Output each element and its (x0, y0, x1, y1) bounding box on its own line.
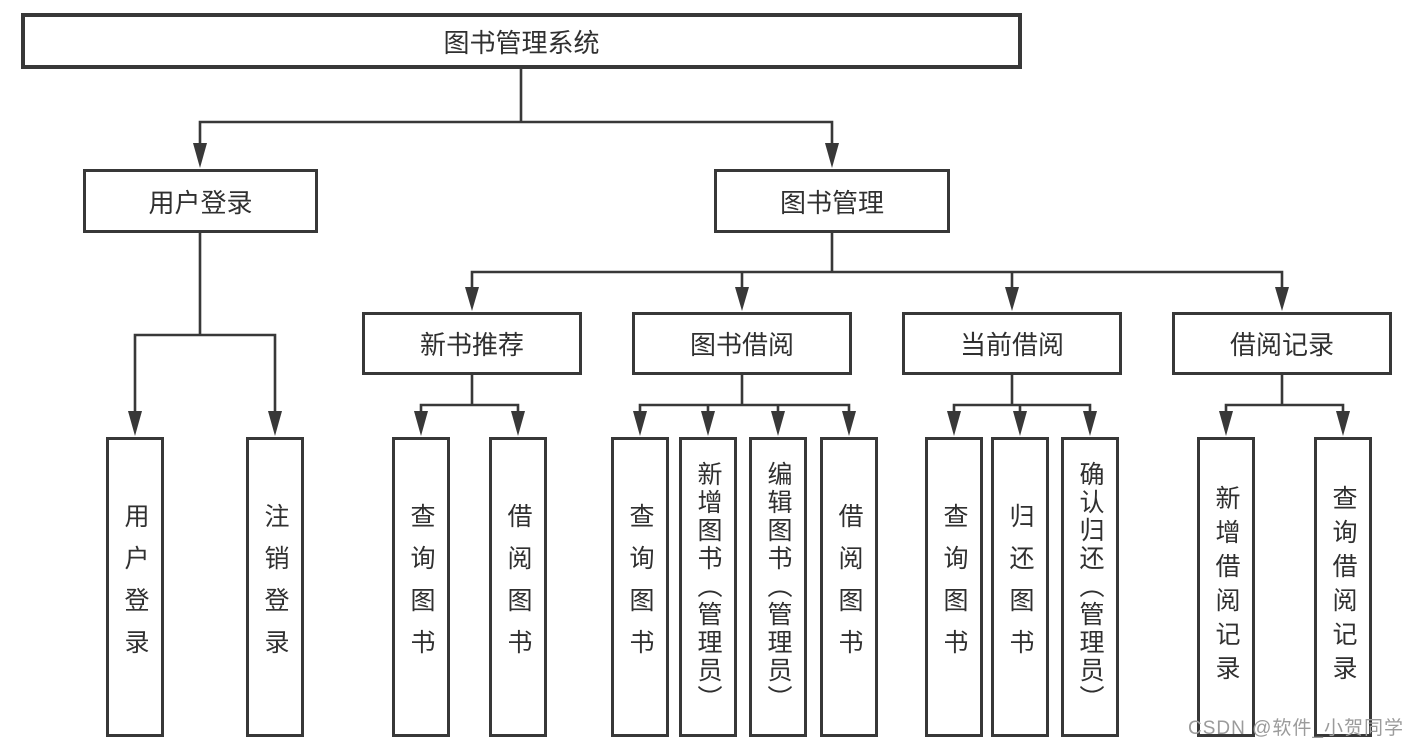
arrowhead-icon (128, 411, 142, 436)
arrowhead-icon (1219, 411, 1233, 436)
arrowhead-icon (947, 411, 961, 436)
arrowhead-icon (633, 411, 647, 436)
leaf-return-book: 归还图书 (991, 437, 1049, 737)
leaf-logout: 注销登录 (246, 437, 304, 737)
connector-current-borrow-to-leaves (947, 373, 1097, 436)
node-borrow-records: 借阅记录 (1172, 312, 1392, 375)
leaf-user-login: 用户登录 (106, 437, 164, 737)
connector-root-to-level2 (193, 67, 839, 168)
arrowhead-icon (1336, 411, 1350, 436)
arrowhead-icon (465, 287, 479, 311)
connector-new-book-to-leaves (414, 373, 525, 436)
arrowhead-icon (842, 411, 856, 436)
arrowhead-icon (511, 411, 525, 436)
arrowhead-icon (1275, 287, 1289, 311)
node-system-root: 图书管理系统 (21, 13, 1022, 69)
leaf-query-books-recommend: 查询图书 (392, 437, 450, 737)
connector-borrow-record-to-leaves (1219, 373, 1350, 436)
leaf-borrow-books-recommend: 借阅图书 (489, 437, 547, 737)
arrowhead-icon (414, 411, 428, 436)
leaf-query-books-current: 查询图书 (925, 437, 983, 737)
leaf-query-books-borrow: 查询图书 (611, 437, 669, 737)
arrowhead-icon (771, 411, 785, 436)
arrowhead-icon (825, 143, 839, 168)
arrowhead-icon (1013, 411, 1027, 436)
node-user-login: 用户登录 (83, 169, 318, 233)
connector-user-login-to-leaves (128, 231, 282, 436)
leaf-query-borrow-record: 查询借阅记录 (1314, 437, 1372, 737)
arrowhead-icon (1083, 411, 1097, 436)
leaf-borrow-books: 借阅图书 (820, 437, 878, 737)
leaf-add-borrow-record: 新增借阅记录 (1197, 437, 1255, 737)
leaf-add-book-admin: 新增图书（管理员） (679, 437, 737, 737)
arrowhead-icon (735, 287, 749, 311)
node-book-management: 图书管理 (714, 169, 950, 233)
node-current-borrow: 当前借阅 (902, 312, 1122, 375)
leaf-edit-book-admin: 编辑图书（管理员） (749, 437, 807, 737)
connector-book-management-to-level3 (465, 231, 1289, 311)
node-book-borrow: 图书借阅 (632, 312, 852, 375)
arrowhead-icon (701, 411, 715, 436)
arrowhead-icon (268, 411, 282, 436)
connector-book-borrow-to-leaves (633, 373, 856, 436)
arrowhead-icon (193, 143, 207, 168)
node-new-book-recommend: 新书推荐 (362, 312, 582, 375)
watermark-text: CSDN @软件_小贺同学 (1188, 718, 1404, 739)
arrowhead-icon (1005, 287, 1019, 311)
leaf-confirm-return-admin: 确认归还（管理员） (1061, 437, 1119, 737)
